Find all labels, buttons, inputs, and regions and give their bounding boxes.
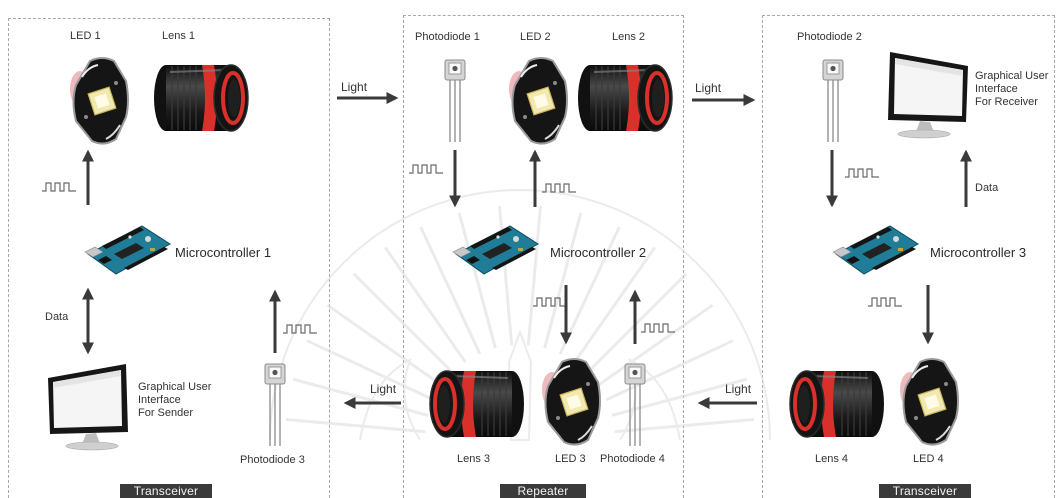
repeater-panel-tag: Repeater xyxy=(500,484,586,498)
watermark-stupa xyxy=(507,329,533,441)
sender-monitor-icon xyxy=(47,363,129,451)
lens-3-icon xyxy=(428,369,526,439)
square-wave-icon xyxy=(42,182,76,192)
microcontroller-3-board-icon xyxy=(832,225,919,275)
led-1-label: LED 1 xyxy=(70,30,101,42)
square-wave-icon xyxy=(283,324,317,334)
led-4-label: LED 4 xyxy=(913,453,944,465)
photodiode-4-icon xyxy=(624,363,646,447)
microcontroller-2-label: Microcontroller 2 xyxy=(550,245,647,260)
photodiode-3-icon xyxy=(264,363,286,447)
photodiode-2-icon xyxy=(822,59,844,143)
led-1-icon xyxy=(69,57,129,145)
sender-gui-label: Graphical User Interface For Sender xyxy=(138,381,211,420)
photodiode-3-label: Photodiode 3 xyxy=(240,454,305,466)
square-wave-icon xyxy=(533,297,567,307)
microcontroller-1-label: Microcontroller 1 xyxy=(175,245,272,260)
square-wave-icon xyxy=(845,168,879,178)
photodiode-1-icon xyxy=(444,59,466,143)
led-2-icon xyxy=(508,57,568,145)
watermark-arc xyxy=(269,189,771,441)
light-label-sender-to-repeater: Light xyxy=(341,80,368,94)
receiver-gui-line-1: Graphical User xyxy=(975,70,1049,82)
receiver-data-label: Data xyxy=(975,182,999,194)
photodiode-4-label: Photodiode 4 xyxy=(600,453,665,465)
watermark-seal xyxy=(269,189,771,441)
light-label-repeater-to-receiver: Light xyxy=(695,81,722,95)
receiver-gui-label: Graphical User Interface For Receiver xyxy=(975,70,1048,109)
led-4-icon xyxy=(899,358,959,446)
sender-gui-line-1: Graphical User xyxy=(138,381,212,393)
watermark-rays xyxy=(285,205,755,434)
lens-1-icon xyxy=(152,63,250,133)
lens-3-label: Lens 3 xyxy=(457,453,491,465)
sender-panel-tag: Transceiver xyxy=(120,484,212,498)
lens-2-icon xyxy=(576,63,674,133)
sender-data-label: Data xyxy=(45,311,69,323)
light-label-receiver-to-repeater: Light xyxy=(725,382,752,396)
microcontroller-3-label: Microcontroller 3 xyxy=(930,245,1027,260)
microcontroller-1-board-icon xyxy=(84,225,171,275)
repeater-panel xyxy=(403,15,684,498)
sender-gui-line-3: For Sender xyxy=(138,407,194,419)
square-wave-icon xyxy=(641,323,675,333)
receiver-gui-line-3: For Receiver xyxy=(975,96,1038,108)
lens-2-label: Lens 2 xyxy=(612,31,646,43)
photodiode-1-label: Photodiode 1 xyxy=(415,31,480,43)
receiver-panel xyxy=(762,15,1055,498)
watermark-flame-right xyxy=(619,357,681,441)
lens-1-label: Lens 1 xyxy=(162,30,196,42)
light-label-repeater-to-sender: Light xyxy=(370,382,397,396)
receiver-monitor-icon xyxy=(887,51,969,139)
lens-4-icon xyxy=(788,369,886,439)
sender-gui-line-2: Interface xyxy=(138,394,181,406)
square-wave-icon xyxy=(868,297,902,307)
led-3-icon xyxy=(541,358,601,446)
photodiode-2-label: Photodiode 2 xyxy=(797,31,862,43)
watermark-flame-left xyxy=(359,357,421,441)
led-2-label: LED 2 xyxy=(520,31,551,43)
square-wave-icon xyxy=(409,164,443,174)
receiver-gui-line-2: Interface xyxy=(975,83,1018,95)
lens-4-label: Lens 4 xyxy=(815,453,849,465)
receiver-panel-tag: Transceiver xyxy=(879,484,971,498)
led-3-label: LED 3 xyxy=(555,453,586,465)
sender-panel xyxy=(8,18,330,498)
